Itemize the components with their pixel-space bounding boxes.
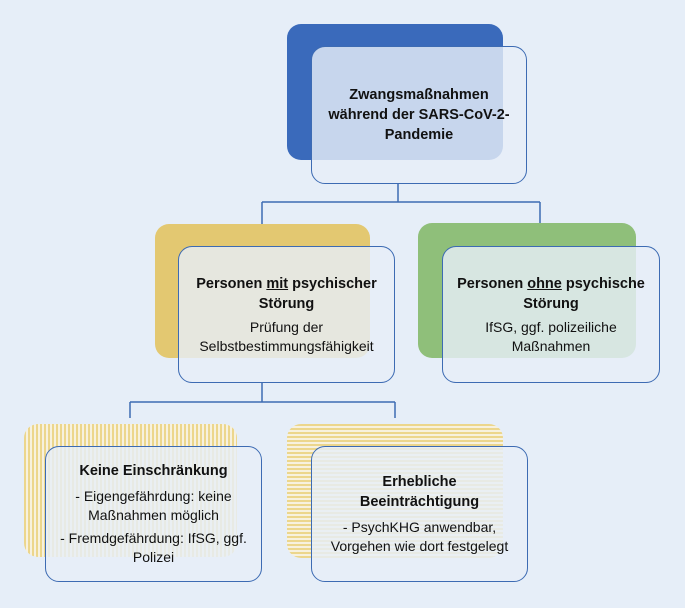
with-disorder-body: Prüfung der Selbstbestimmungsfähigkeit [199, 318, 374, 354]
without-disorder-body: IfSG, ggf. polizeiliche Maßnahmen [485, 318, 617, 354]
impairment-body: - PsychKHG anwendbar, Vorgehen wie dort … [330, 519, 509, 554]
with-disorder-title-suffix: psychischer Störung [258, 275, 377, 312]
with-disorder-title-emphasis: mit [266, 275, 289, 292]
with-disorder-title: Personen mit psychischer Störung [189, 274, 384, 314]
root-title: Zwangsmaßnahmen während der SARS-CoV-2-P… [328, 87, 510, 143]
without-disorder-title-emphasis: ohne [527, 275, 562, 292]
impairment-title: Erhebliche Beeinträchtigung [359, 474, 480, 510]
without-disorder-title-suffix: psychische Störung [523, 275, 645, 312]
without-disorder-node: Personen ohne psychische Störung IfSG, g… [442, 246, 660, 383]
impairment-node: Erhebliche Beeinträchtigung - PsychKHG a… [311, 446, 528, 582]
no-restriction-item-self-harm: - Eigengefährdung: keine Maßnahmen mögli… [75, 488, 232, 523]
with-disorder-node: Personen mit psychischer Störung Prüfung… [178, 246, 395, 383]
root-node: Zwangsmaßnahmen während der SARS-CoV-2-P… [311, 46, 527, 184]
no-restriction-item-harm-to-others: - Fremdgefährdung: IfSG, ggf. Polizei [60, 530, 247, 565]
without-disorder-title: Personen ohne psychische Störung [453, 274, 649, 314]
without-disorder-title-prefix: Personen [457, 275, 528, 292]
no-restriction-node: Keine Einschränkung - Eigengefährdung: k… [45, 446, 262, 582]
with-disorder-title-prefix: Personen [196, 275, 267, 292]
no-restriction-title: Keine Einschränkung [79, 463, 228, 479]
